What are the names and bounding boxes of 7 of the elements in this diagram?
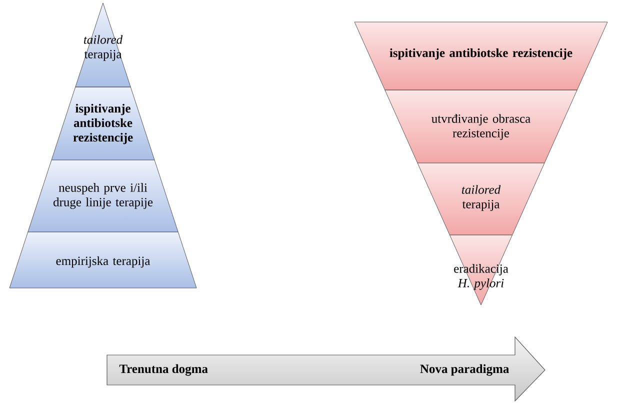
funnel-layer: utvrđivanje obrasca rezistencije	[384, 90, 578, 164]
funnel-layer: eradikacija H. pylori	[449, 234, 513, 306]
pyramid-layer: neuspeh prve i/ili druge linije terapije	[28, 160, 178, 232]
pyramid-layer: ispitivanje antibiotske rezistencije	[51, 86, 155, 160]
pyramid-layer: tailored terapija	[75, 2, 131, 88]
funnel-layer: ispitivanje antibiotske rezistencije	[354, 22, 608, 90]
pyramid-layer: empirijska terapija	[9, 232, 197, 288]
